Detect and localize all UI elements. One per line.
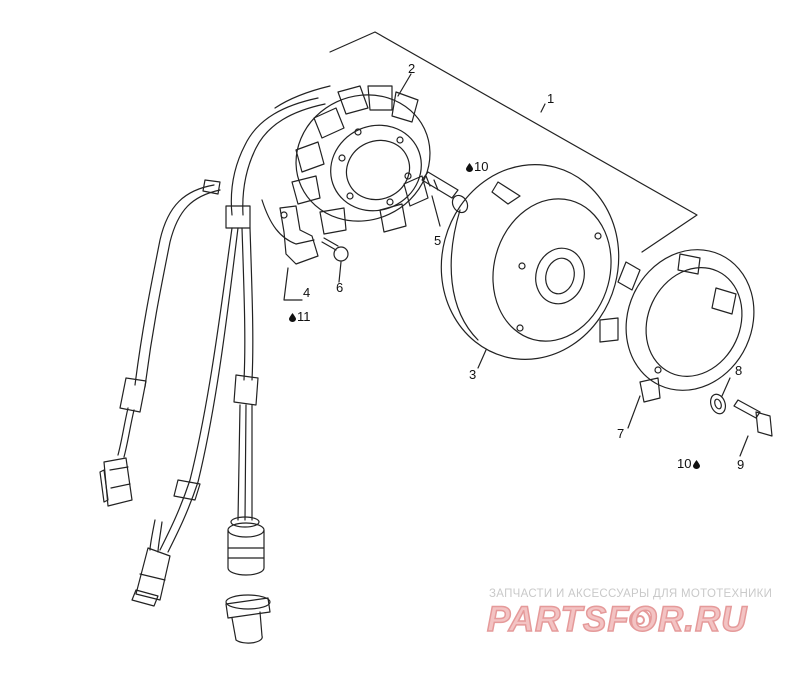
callout-11-lubricant: 11 — [289, 310, 311, 323]
leader-lines — [283, 73, 749, 457]
bolt-9 — [733, 399, 773, 437]
callout-1: 1 — [547, 91, 555, 106]
pickup-coil — [279, 205, 319, 265]
callout-5: 5 — [434, 233, 442, 248]
oil-drop-icon — [693, 460, 701, 469]
bolt-5 — [421, 171, 469, 214]
callout-9: 9 — [737, 457, 745, 472]
callout-6: 6 — [336, 280, 344, 295]
callout-10-lubricant-bottom: 10 — [677, 457, 701, 470]
connector-left — [99, 457, 133, 507]
washer-8 — [709, 393, 727, 415]
connector-round — [227, 516, 265, 576]
callout-2: 2 — [408, 61, 416, 76]
oil-drop-icon — [289, 313, 296, 322]
callout-10-label: 10 — [677, 456, 692, 471]
callout-7: 7 — [617, 426, 625, 441]
callout-8: 8 — [735, 363, 743, 378]
watermark-tagline: ЗАПЧАСТИ И АКСЕССУАРЫ ДЛЯ МОТОТЕХНИКИ — [489, 588, 773, 600]
callout-4: 4 — [303, 285, 311, 300]
watermark-logo: PARTSFOR.RU — [486, 599, 748, 640]
watermark-wheel-icon — [629, 609, 651, 631]
callout-11-label: 11 — [297, 309, 311, 324]
oil-drop-icon — [466, 163, 473, 172]
stator — [291, 85, 431, 235]
callout-10-lubricant-top: 10 — [466, 160, 488, 173]
connector-cap — [225, 594, 271, 644]
callout-3: 3 — [469, 367, 477, 382]
flywheel-rotor — [440, 164, 620, 360]
wiring-harness — [117, 85, 331, 553]
connector-middle — [131, 519, 171, 607]
screw-6 — [321, 237, 349, 262]
callout-10-label: 10 — [474, 159, 489, 174]
starter-sleeve — [599, 249, 755, 403]
assembly-bracket-line — [329, 31, 698, 253]
